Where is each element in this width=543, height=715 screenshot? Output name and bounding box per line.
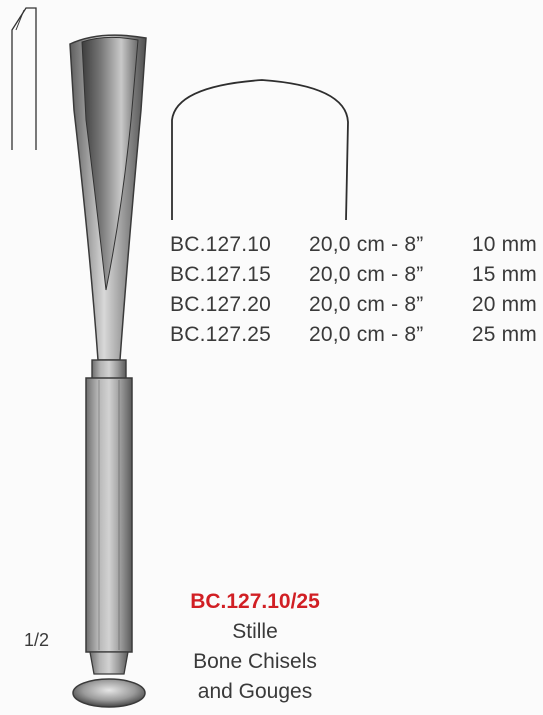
- bone-chisel-instrument-icon: [69, 34, 147, 708]
- product-name: Stille: [232, 620, 278, 643]
- scale-label: 1/2: [24, 630, 50, 650]
- item-width: 25 mm: [471, 323, 537, 346]
- item-length: 20,0 cm - 8”: [309, 293, 424, 316]
- item-length: 20,0 cm - 8”: [309, 233, 424, 256]
- product-type-continued: and Gouges: [197, 680, 313, 703]
- spec-table: BC.127.10 20,0 cm - 8” 10 mm BC.127.15 2…: [170, 233, 543, 353]
- item-length: 20,0 cm - 8”: [309, 323, 424, 346]
- catalog-number: BC.127.10/25: [190, 590, 320, 613]
- item-code: BC.127.10: [170, 233, 272, 256]
- gouge-blade-cross-section-icon: [171, 79, 349, 221]
- item-length: 20,0 cm - 8”: [309, 263, 424, 286]
- spec-row: BC.127.20 20,0 cm - 8” 20 mm: [170, 293, 543, 323]
- item-code: BC.127.20: [170, 293, 272, 316]
- item-width: 15 mm: [471, 263, 537, 286]
- spec-row: BC.127.15 20,0 cm - 8” 15 mm: [170, 263, 543, 293]
- spec-row: BC.127.25 20,0 cm - 8” 25 mm: [170, 323, 543, 353]
- item-code: BC.127.25: [170, 323, 272, 346]
- item-code: BC.127.15: [170, 263, 272, 286]
- item-width: 20 mm: [471, 293, 537, 316]
- chisel-tip-side-view-icon: [11, 7, 37, 150]
- item-width: 10 mm: [471, 233, 537, 256]
- spec-row: BC.127.10 20,0 cm - 8” 10 mm: [170, 233, 543, 263]
- product-type: Bone Chisels: [193, 650, 317, 673]
